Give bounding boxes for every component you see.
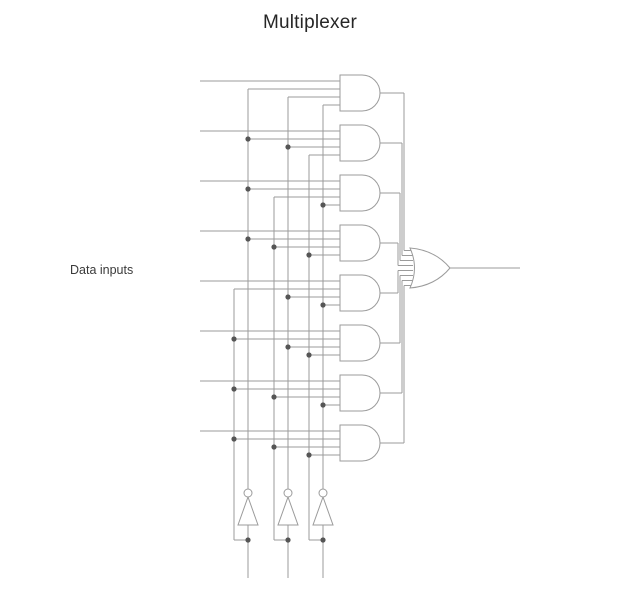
not-gate-2 bbox=[312, 495, 334, 526]
not-gate-bubble-1 bbox=[283, 488, 293, 498]
and-gate-5 bbox=[339, 324, 381, 362]
junction-dot bbox=[285, 537, 291, 543]
and-gate-2 bbox=[339, 174, 381, 212]
junction-dot bbox=[245, 186, 251, 192]
and-gate-1 bbox=[339, 124, 381, 162]
junction-dot bbox=[245, 136, 251, 142]
not-gate-bubble-0 bbox=[243, 488, 253, 498]
and-gate-3 bbox=[339, 224, 381, 262]
not-gate-bubble-2 bbox=[318, 488, 328, 498]
or-gate bbox=[409, 247, 451, 289]
not-gate-1 bbox=[277, 495, 299, 526]
junction-dot bbox=[306, 452, 312, 458]
junction-dot bbox=[285, 144, 291, 150]
junction-dot bbox=[285, 294, 291, 300]
junction-dot bbox=[320, 537, 326, 543]
junction-dot bbox=[271, 444, 277, 450]
not-gate-0 bbox=[237, 495, 259, 526]
junction-dot bbox=[320, 202, 326, 208]
junction-dot bbox=[271, 394, 277, 400]
junction-dot bbox=[320, 402, 326, 408]
data-inputs-label: Data inputs bbox=[70, 263, 134, 277]
junction-dot bbox=[245, 236, 251, 242]
junction-dot bbox=[245, 537, 251, 543]
and-gate-0 bbox=[339, 74, 381, 112]
and-gate-7 bbox=[339, 424, 381, 462]
junction-dot bbox=[231, 386, 237, 392]
junction-dot bbox=[231, 336, 237, 342]
junction-dot bbox=[285, 344, 291, 350]
junction-dot bbox=[320, 302, 326, 308]
junction-dot bbox=[306, 252, 312, 258]
and-gate-4 bbox=[339, 274, 381, 312]
and-gate-6 bbox=[339, 374, 381, 412]
diagram-title: Multiplexer bbox=[262, 12, 358, 33]
junction-dot bbox=[231, 436, 237, 442]
junction-dot bbox=[306, 352, 312, 358]
junction-dot bbox=[271, 244, 277, 250]
